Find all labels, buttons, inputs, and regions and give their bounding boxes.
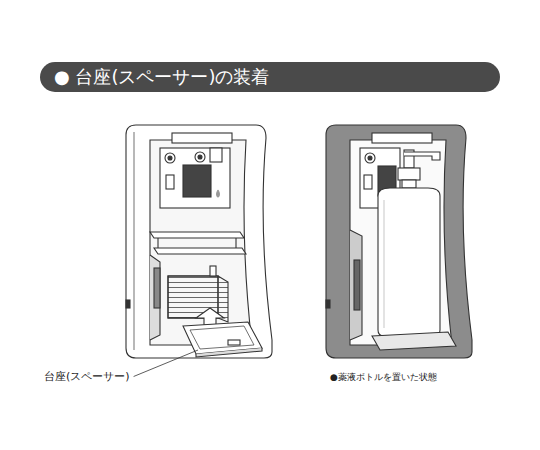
- title-band: [40, 62, 500, 92]
- leader-line: [134, 350, 198, 377]
- dispenser-open: [126, 125, 272, 358]
- dispenser-with-bottle: [326, 125, 472, 358]
- caption-note: ●薬液ボトルを置いた状態: [330, 371, 437, 384]
- part-label: 台座(スペーサー): [44, 369, 130, 384]
- title-text: ● 台座(スペーサー)の装着: [54, 62, 269, 92]
